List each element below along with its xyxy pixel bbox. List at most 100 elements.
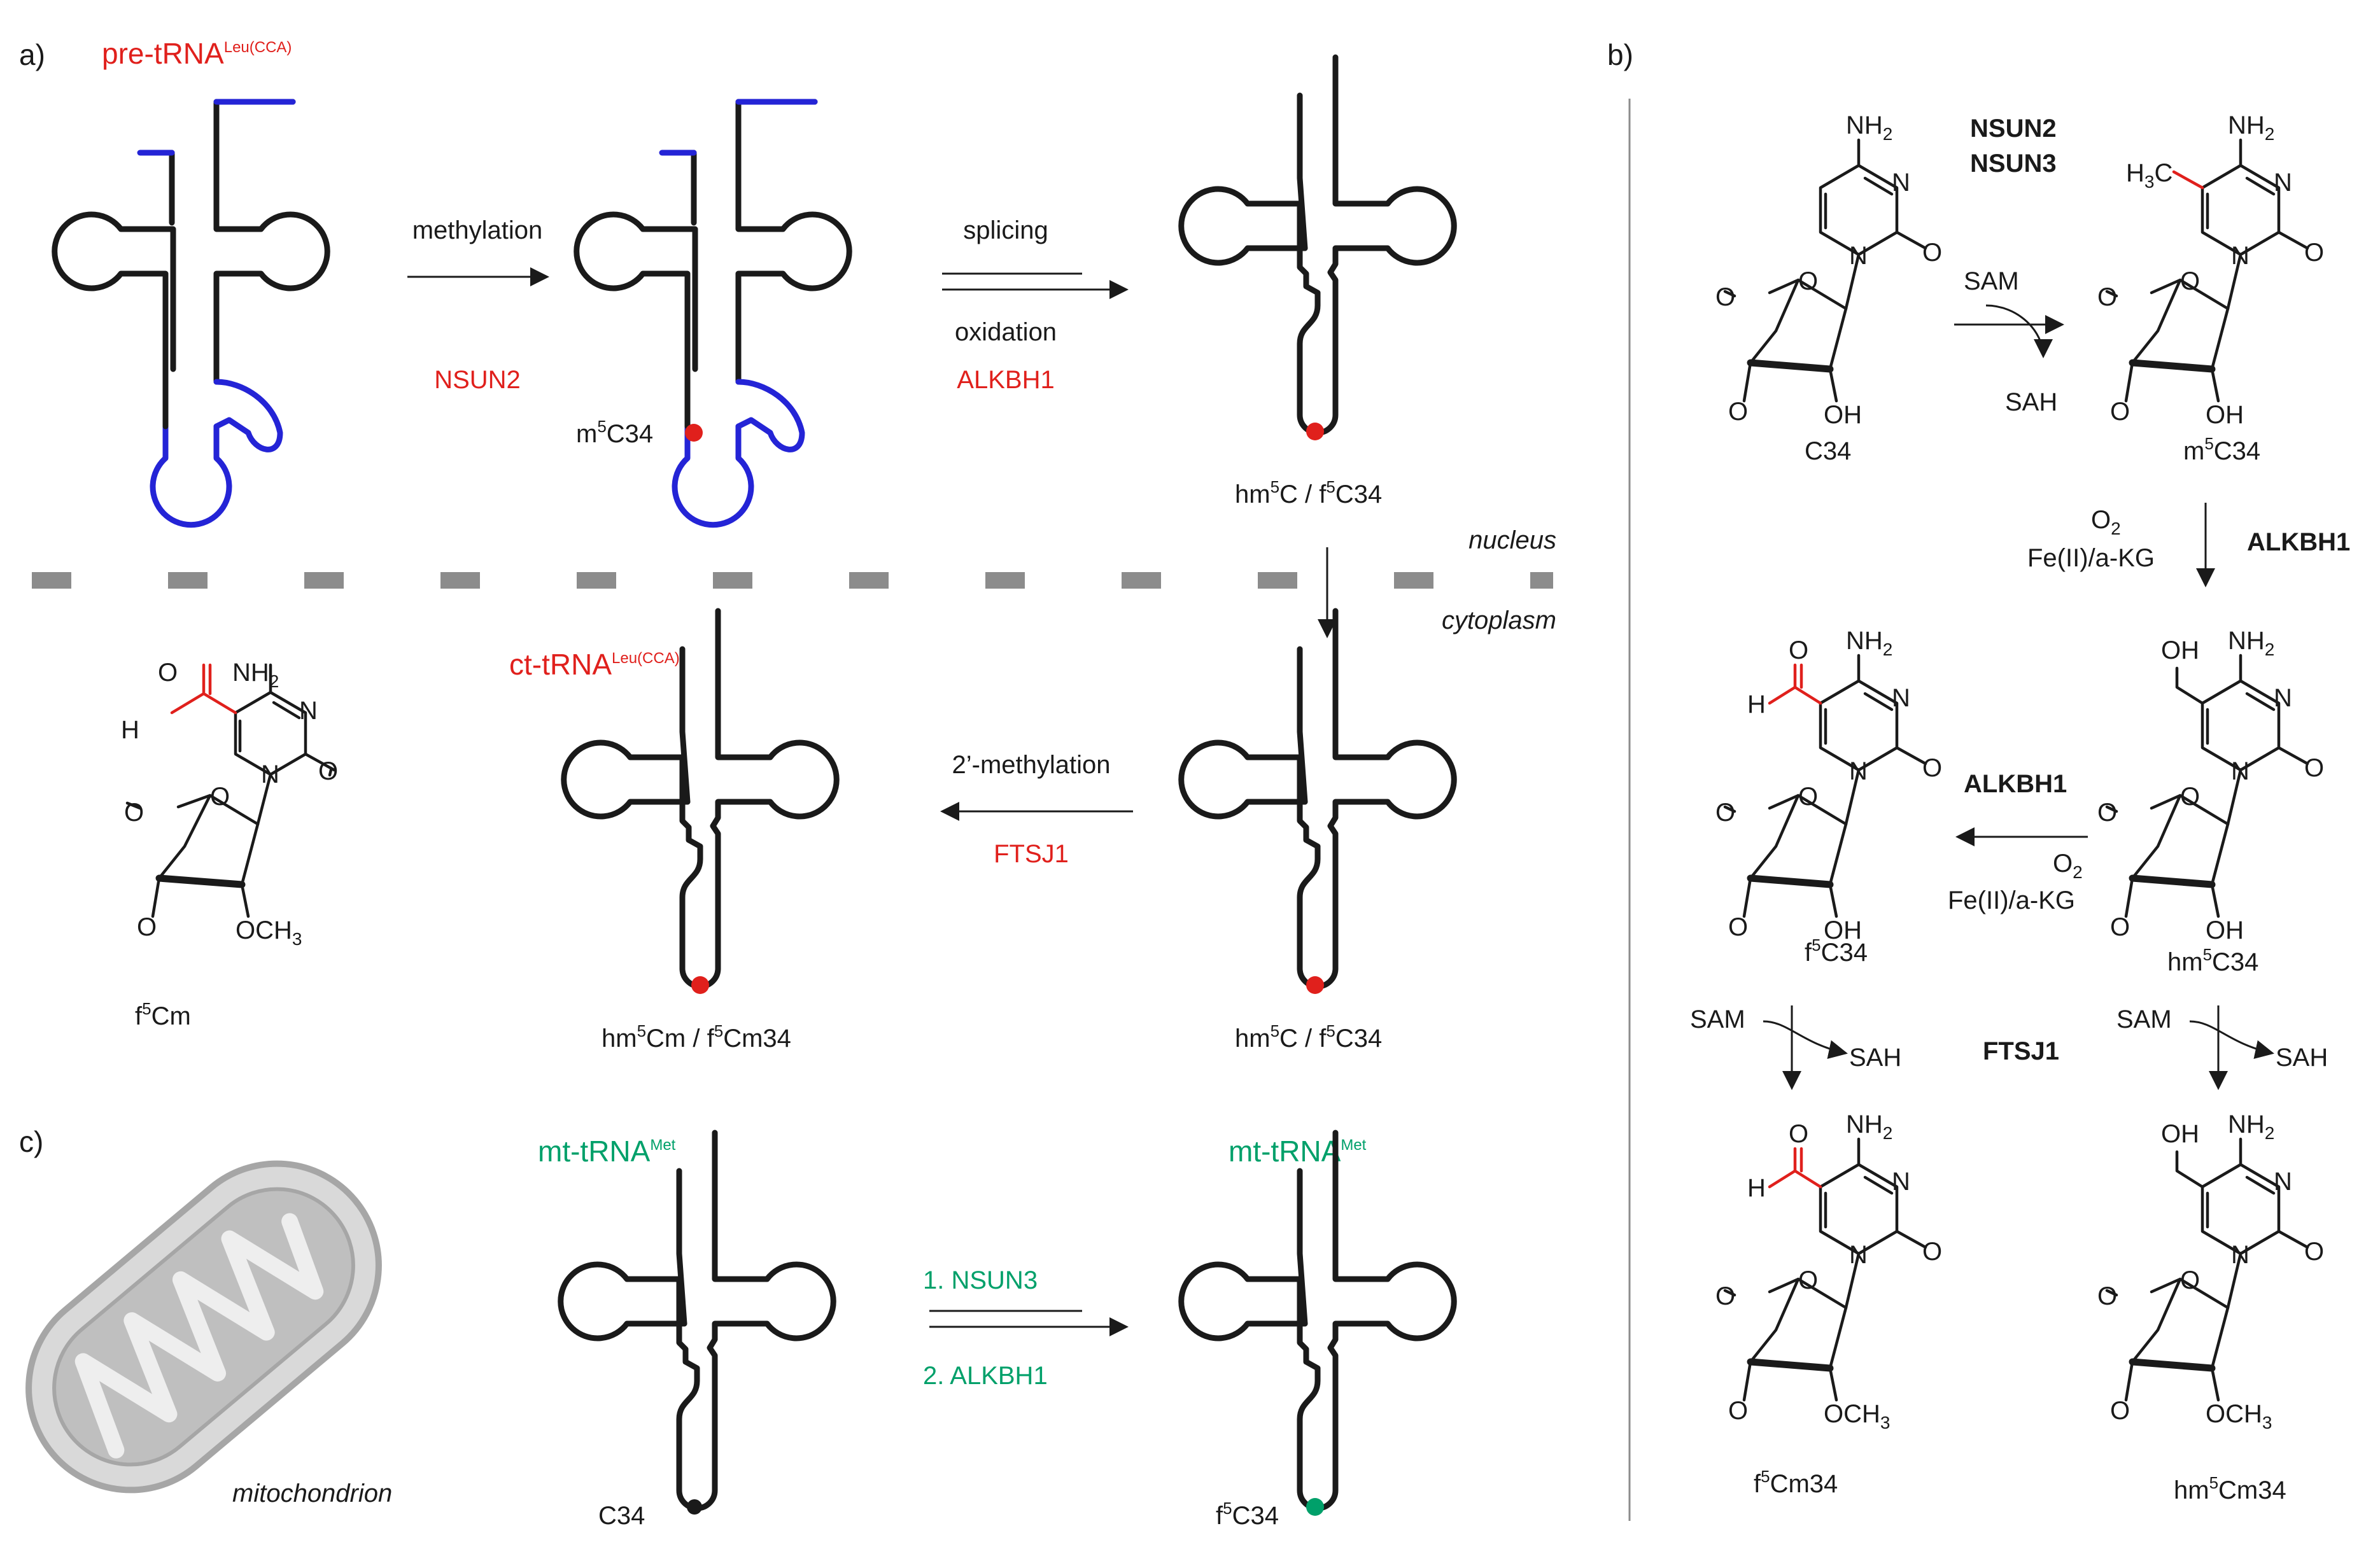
pre-trna-1 (52, 99, 330, 528)
svg-text:O: O (1922, 754, 1942, 782)
ct-trna-label: ct-tRNALeu(CCA) (509, 648, 680, 681)
2-methylation-label: 2’-methylation (952, 751, 1110, 779)
c34-structure: NH2 N O N O O O OH (1715, 111, 1942, 429)
f5c34-label-c: f5C34 (1216, 1499, 1279, 1530)
svg-text:O: O (1922, 239, 1942, 267)
svg-text:O: O (2180, 1266, 2200, 1294)
hm5cm-f5cm34-label: hm5Cm / f5Cm34 (602, 1021, 791, 1053)
f5cm-och3: OCH3 (236, 916, 302, 949)
sam-label-1: SAM (1964, 267, 2019, 295)
sam-label-3: SAM (2116, 1005, 2172, 1033)
m5c34-structure: H3C NH2 N O N O O O OH (2097, 111, 2324, 429)
svg-text:NH2: NH2 (2228, 111, 2274, 144)
svg-text:O: O (1789, 636, 1808, 664)
svg-text:O: O (2304, 239, 2324, 267)
svg-text:O: O (1789, 1120, 1808, 1148)
panel-label-c: c) (19, 1125, 43, 1158)
hm5c34-label-b: hm5C34 (2167, 945, 2258, 976)
svg-text:O: O (2304, 1238, 2324, 1266)
splicing-label: splicing (963, 216, 1048, 244)
svg-text:OCH3: OCH3 (2206, 1400, 2272, 1432)
hm5cm34-label-b: hm5Cm34 (2174, 1473, 2286, 1504)
m5c34-label-a: m5C34 (576, 417, 653, 448)
svg-text:N: N (1849, 242, 1868, 270)
sam-label-2: SAM (1690, 1005, 1745, 1033)
svg-text:O: O (2110, 913, 2130, 941)
hm5c34-structure: OH NH2 N O N O O O OH (2097, 627, 2324, 944)
f5cm34-structure: O H NH2 N O N O O O OCH3 (1715, 1110, 1942, 1432)
step1-label: 1. NSUN3 (923, 1266, 1038, 1294)
svg-text:O: O (2097, 283, 2117, 311)
f5c34-structure: O H NH2 N O N O O O OH (1715, 627, 1942, 944)
svg-text:N: N (2274, 684, 2292, 712)
alkbh1-label-b1: ALKBH1 (2247, 528, 2350, 556)
svg-text:N: N (2231, 1241, 2250, 1269)
cytoplasm-label: cytoplasm (1442, 606, 1556, 634)
alkbh1-label-b2: ALKBH1 (1964, 770, 2067, 798)
svg-text:NH2: NH2 (1846, 1110, 1892, 1143)
f5cm34-label-b: f5Cm34 (1754, 1467, 1838, 1498)
hm5c-f5c34-top-label: hm5C / f5C34 (1235, 477, 1382, 508)
svg-text:N: N (1892, 1168, 1910, 1196)
svg-text:N: N (1849, 757, 1868, 785)
ftsj1-label-b: FTSJ1 (1983, 1037, 2059, 1065)
oxidation-label: oxidation (955, 318, 1057, 346)
svg-text:NH2: NH2 (1846, 627, 1892, 659)
svg-text:O: O (2180, 267, 2200, 295)
mt-trna-c34 (561, 1133, 833, 1515)
svg-text:H: H (1747, 690, 1766, 718)
f5cm-ring-o: O (210, 783, 230, 811)
svg-text:NH2: NH2 (2228, 627, 2274, 659)
svg-text:O: O (1715, 799, 1735, 827)
nsun3-label-b: NSUN3 (1970, 150, 2057, 178)
mt-trna-label-1: mt-tRNAMet (538, 1135, 676, 1168)
svg-text:OH: OH (2206, 401, 2244, 429)
c34-label-c: C34 (598, 1502, 645, 1530)
trna-hm5c-top (1181, 57, 1454, 440)
svg-text:N: N (1892, 684, 1910, 712)
mitochondrion-icon (25, 1160, 382, 1494)
svg-text:N: N (2231, 757, 2250, 785)
f5cm-aldehyde-h: H (121, 716, 139, 744)
svg-text:OH: OH (1824, 401, 1862, 429)
svg-text:H3C: H3C (2126, 159, 2172, 192)
f5cm-structure: O H NH2 N O N O O O OCH3 (121, 659, 338, 949)
m5c34-label-b: m5C34 (2183, 434, 2260, 465)
svg-text:N: N (2274, 1168, 2292, 1196)
fe-akg-label-2: Fe(II)/a-KG (1948, 886, 2075, 914)
trna-hm5c-bottom (1181, 611, 1454, 994)
svg-text:NH2: NH2 (1846, 111, 1892, 144)
ftsj1-label-a: FTSJ1 (994, 840, 1069, 868)
svg-text:N: N (2274, 169, 2292, 197)
svg-text:N: N (1849, 1241, 1868, 1269)
nucleus-label: nucleus (1468, 526, 1556, 554)
svg-text:N: N (1892, 169, 1910, 197)
f5cm-n1: N (261, 760, 279, 788)
nsun2-label: NSUN2 (434, 366, 521, 394)
nsun2-label-b: NSUN2 (1970, 115, 2057, 143)
o2-label-1: O2 (2091, 506, 2121, 538)
svg-text:O: O (1798, 1266, 1818, 1294)
svg-text:O: O (1728, 398, 1748, 426)
methylation-label: methylation (412, 216, 543, 244)
mitochondrion-label: mitochondrion (232, 1480, 392, 1508)
panel-label-b: b) (1607, 38, 1633, 71)
fe-akg-label-1: Fe(II)/a-KG (2027, 544, 2155, 572)
svg-text:O: O (1728, 913, 1748, 941)
svg-text:OH: OH (2206, 916, 2244, 944)
mt-trna-f5c34 (1181, 1133, 1454, 1516)
svg-text:O: O (2180, 783, 2200, 811)
svg-text:O: O (2304, 754, 2324, 782)
svg-text:OH: OH (2161, 636, 2199, 664)
svg-text:O: O (2110, 1397, 2130, 1425)
m5c-dot (685, 424, 703, 442)
svg-text:H: H (1747, 1174, 1766, 1202)
f5cm-n3: N (299, 697, 318, 725)
f5cm-nh2: NH2 (232, 659, 279, 691)
alkbh1-label-a: ALKBH1 (957, 366, 1054, 394)
svg-text:O: O (2110, 398, 2130, 426)
pre-trna-2 (574, 99, 852, 528)
svg-text:OH: OH (1824, 916, 1862, 944)
svg-text:O: O (1715, 1282, 1735, 1310)
svg-text:O: O (2097, 1282, 2117, 1310)
